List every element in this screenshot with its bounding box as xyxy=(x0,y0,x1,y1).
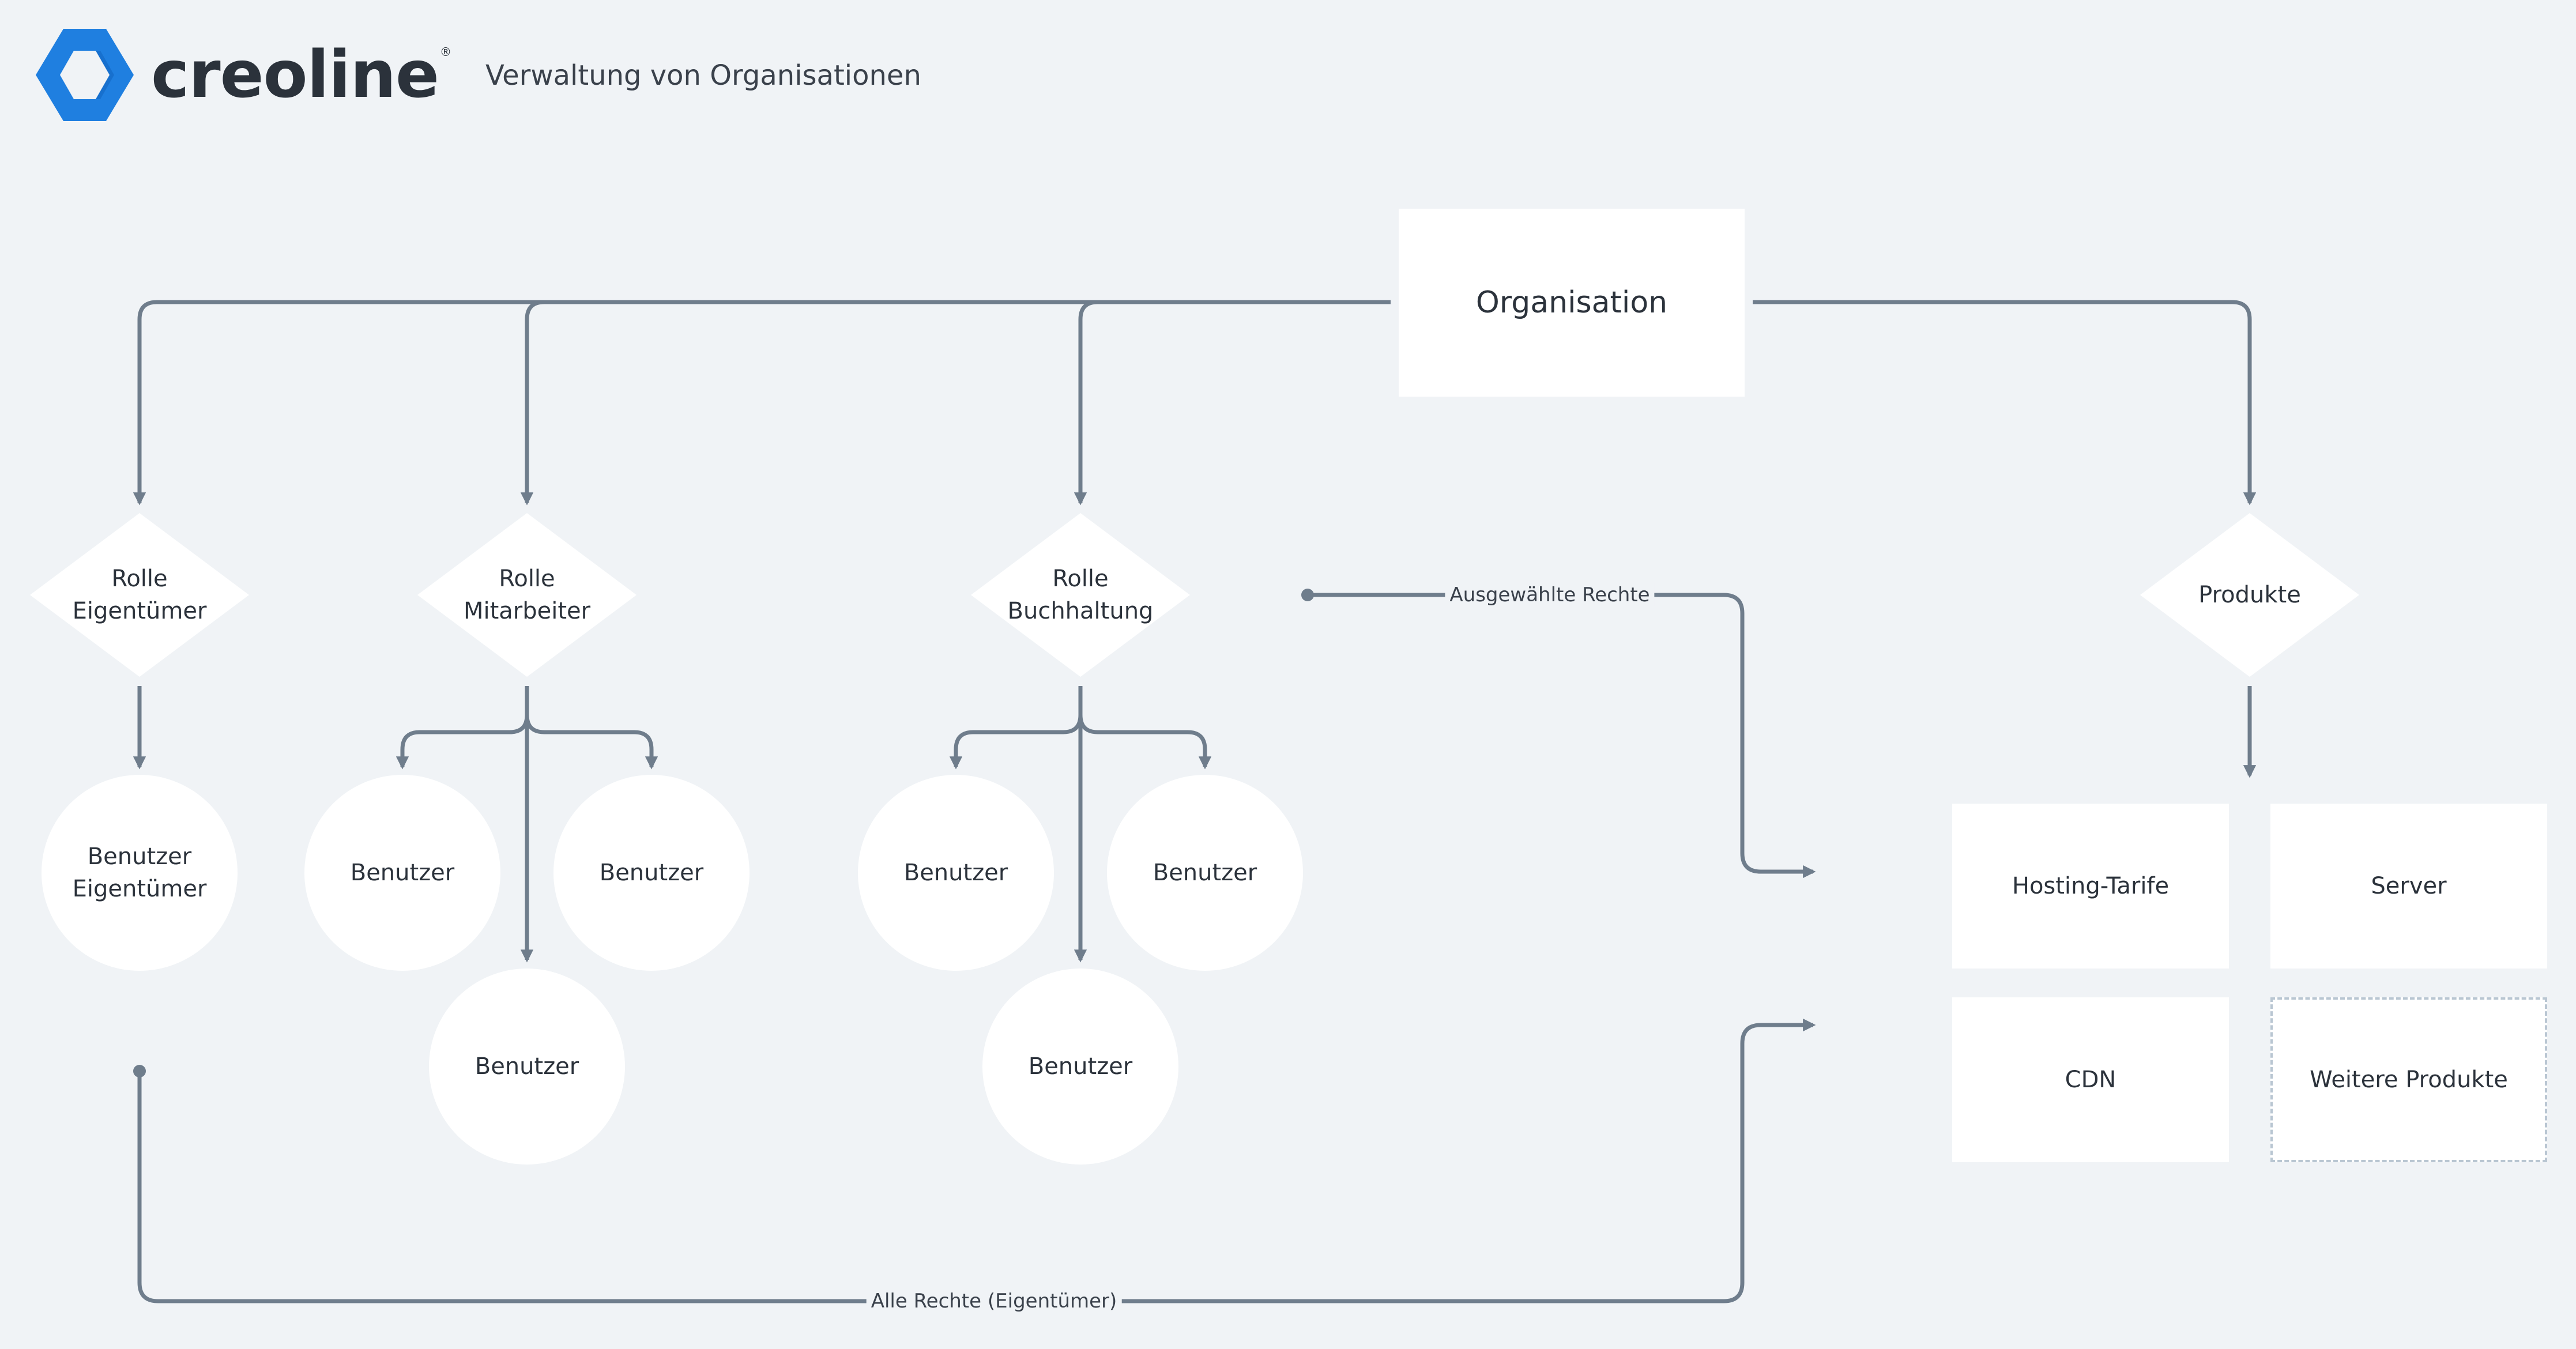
user-node: Benutzer xyxy=(304,775,500,971)
organisation-node: Organisation xyxy=(1399,209,1745,397)
edge-acc-left xyxy=(949,686,1083,770)
user-label: Benutzer xyxy=(1028,1053,1133,1080)
user-label: Benutzer xyxy=(903,860,1008,886)
edge-selected-rights xyxy=(1308,593,1816,879)
product-cdn-label: CDN xyxy=(2065,1067,2116,1093)
product-hosting-label: Hosting-Tarife xyxy=(2012,873,2170,899)
edge-label-selected-rights: Ausgewählte Rechte xyxy=(1445,583,1655,606)
product-more-label: Weitere Produkte xyxy=(2310,1067,2508,1093)
creoline-logo-icon xyxy=(36,29,134,121)
edge-all-rights xyxy=(137,1018,1816,1303)
edge-staff-left xyxy=(396,686,529,770)
product-more: Weitere Produkte xyxy=(2270,997,2547,1162)
role-products: Produkte xyxy=(2152,553,2348,636)
user-node: Benutzer xyxy=(858,775,1054,971)
edge-org-products xyxy=(1753,300,2257,506)
user-label: Benutzer xyxy=(599,860,704,886)
role-staff-line2: Mitarbeiter xyxy=(463,598,591,624)
edge-org-owner xyxy=(133,300,1391,506)
role-accounting-line2: Buchhaltung xyxy=(1007,598,1154,624)
role-owner-line1: Rolle xyxy=(111,566,168,592)
page-title: Verwaltung von Organisationen xyxy=(485,59,921,92)
user-label: Benutzer xyxy=(1153,860,1257,886)
role-products-line1: Produkte xyxy=(2198,582,2301,608)
diamond-products xyxy=(2140,513,2359,677)
edge-org-staff xyxy=(520,300,545,506)
user-node: Benutzer xyxy=(429,969,625,1165)
product-server: Server xyxy=(2270,804,2547,969)
role-accounting-line1: Rolle xyxy=(1052,566,1109,592)
edge-label-all-rights: Alle Rechte (Eigentümer) xyxy=(866,1290,1122,1313)
organisation-label: Organisation xyxy=(1475,285,1668,320)
user-label: Benutzer xyxy=(474,1053,579,1080)
edge-org-accounting xyxy=(1074,300,1098,506)
role-owner-line2: Eigentümer xyxy=(72,598,207,624)
user-node: Benutzer xyxy=(553,775,750,971)
edge-start-dot xyxy=(133,1065,146,1077)
registered-mark: ® xyxy=(440,45,452,59)
user-owner-line2: Eigentümer xyxy=(72,876,207,902)
edge-staff-right xyxy=(525,714,658,770)
edge-start-dot xyxy=(1301,589,1314,601)
user-node: Benutzer xyxy=(1107,775,1303,971)
product-cdn: CDN xyxy=(1952,997,2229,1162)
product-server-label: Server xyxy=(2371,873,2447,899)
user-label: Benutzer xyxy=(350,860,455,886)
brand-name: creoline xyxy=(151,37,439,112)
diamond-accounting xyxy=(971,513,1190,677)
product-hosting: Hosting-Tarife xyxy=(1952,804,2229,969)
user-node: Benutzer xyxy=(982,969,1178,1165)
diamond-staff xyxy=(417,513,637,677)
role-staff-line1: Rolle xyxy=(499,566,555,592)
edge-acc-right xyxy=(1078,714,1212,770)
diamond-owner xyxy=(30,513,249,677)
user-owner-line1: Benutzer xyxy=(87,843,192,870)
brand-logo: creoline ® xyxy=(36,29,451,121)
